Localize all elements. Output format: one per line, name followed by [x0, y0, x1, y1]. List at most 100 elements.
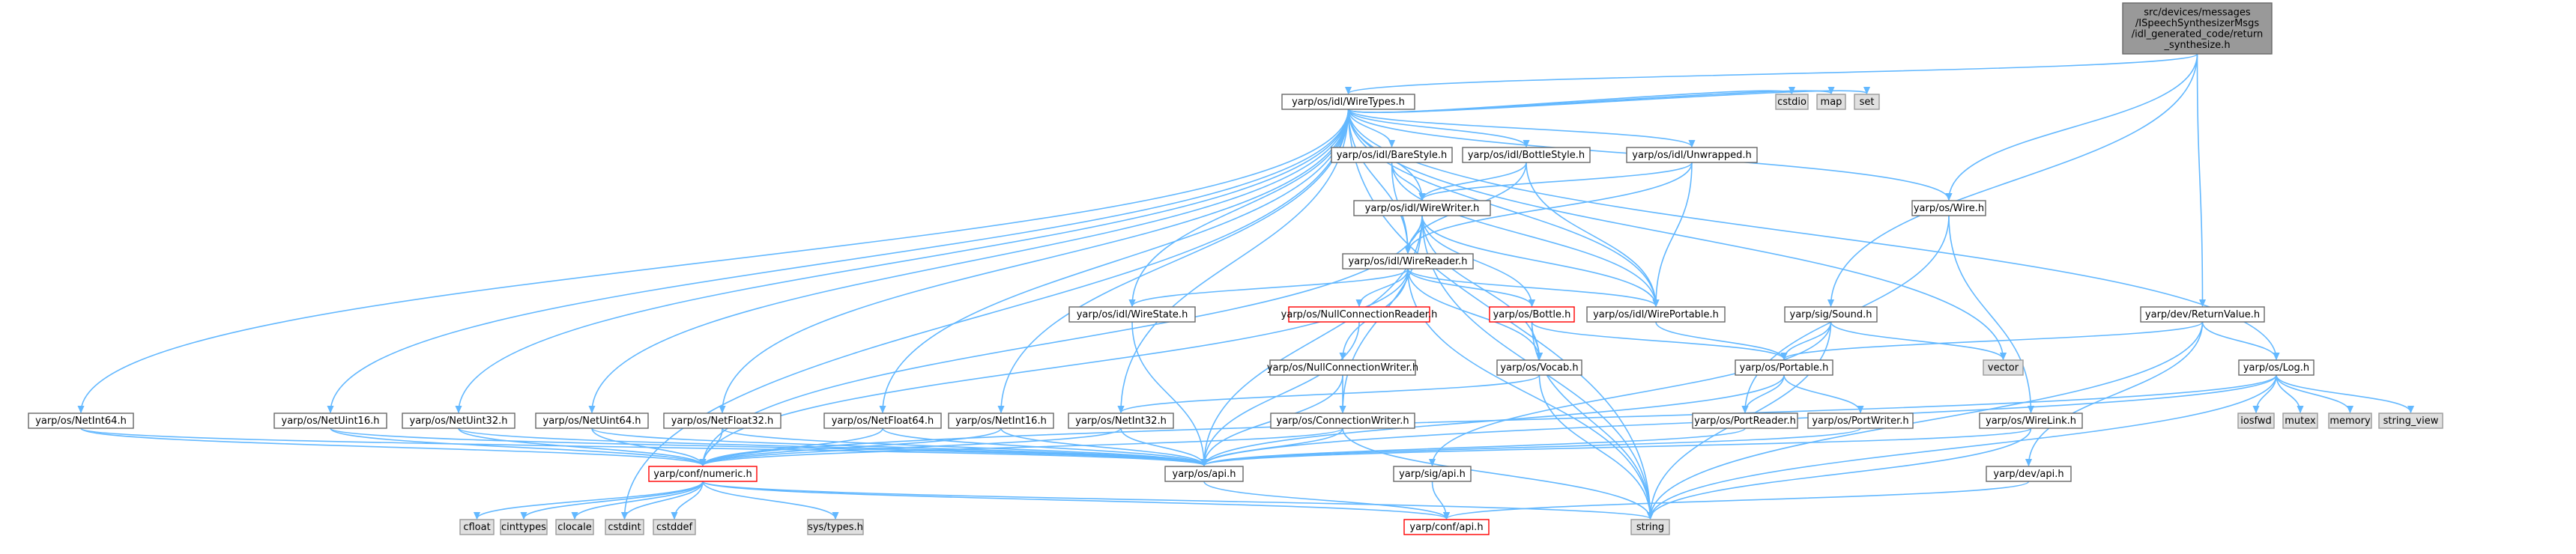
edge-connwriter-to-osapi — [1204, 427, 1343, 466]
node-label: yarp/os/idl/WirePortable.h — [1593, 309, 1719, 320]
node-box — [663, 413, 781, 429]
node-netuint32[interactable]: yarp/os/NetUint32.h — [402, 413, 515, 429]
node-label: yarp/os/Bottle.h — [1493, 309, 1571, 320]
node-unwrapped[interactable]: yarp/os/idl/Unwrapped.h — [1626, 147, 1758, 163]
edge-wiretypes-to-netuint32 — [459, 109, 1349, 413]
node-returnvalue[interactable]: yarp/dev/ReturnValue.h — [2140, 306, 2265, 323]
node-label: cfloat — [463, 522, 490, 533]
edge-portwriter-to-osapi — [1204, 427, 1861, 466]
edge-wire-to-wirelink — [1948, 215, 2031, 413]
edge-netuint16-to-confnumeric — [330, 427, 703, 466]
node-box — [535, 413, 649, 429]
edge-confnumeric-to-clocale — [575, 481, 704, 519]
node-log[interactable]: yarp/os/Log.h — [2238, 359, 2315, 376]
edge-netuint32-to-osapi — [458, 427, 1204, 466]
node-set: set — [1854, 94, 1880, 110]
node-label: yarp/os/WireLink.h — [1986, 416, 2076, 427]
node-label: string — [1636, 522, 1664, 533]
node-label: yarp/dev/api.h — [1993, 469, 2063, 480]
node-cstdio: cstdio — [1775, 94, 1809, 110]
edge-returnvalue-to-string — [1651, 321, 2204, 519]
node-portwriter[interactable]: yarp/os/PortWriter.h — [1807, 413, 1914, 429]
edge-wiretypes-to-netint16 — [1001, 109, 1349, 413]
node-vocab[interactable]: yarp/os/Vocab.h — [1496, 359, 1582, 376]
node-box — [1979, 413, 2083, 429]
node-label: string_view — [2383, 416, 2439, 427]
node-wireportable[interactable]: yarp/os/idl/WirePortable.h — [1586, 306, 1726, 323]
edge-barestyle-to-wireportable — [1391, 162, 1657, 306]
node-box — [1489, 306, 1575, 323]
node-wiretypes[interactable]: yarp/os/idl/WireTypes.h — [1281, 94, 1415, 110]
node-confnumeric[interactable]: yarp/conf/numeric.h — [648, 466, 758, 482]
node-barestyle[interactable]: yarp/os/idl/BareStyle.h — [1331, 147, 1453, 163]
node-confapi[interactable]: yarp/conf/api.h — [1403, 519, 1490, 535]
node-systypes: sys/types.h — [807, 519, 864, 535]
node-portable[interactable]: yarp/os/Portable.h — [1735, 359, 1833, 376]
node-bottle[interactable]: yarp/os/Bottle.h — [1489, 306, 1575, 323]
edge-bottlestyle-to-wireportable — [1526, 162, 1656, 306]
node-wirestate[interactable]: yarp/os/idl/WireState.h — [1068, 306, 1196, 323]
node-netfloat32[interactable]: yarp/os/NetFloat32.h — [663, 413, 781, 429]
node-box — [1986, 466, 2072, 482]
node-netint32[interactable]: yarp/os/NetInt32.h — [1068, 413, 1174, 429]
node-label: yarp/os/idl/BareStyle.h — [1337, 150, 1448, 161]
node-nullconnreader[interactable]: yarp/os/NullConnectionReader.h — [1281, 306, 1438, 323]
node-string_view: string_view — [2378, 413, 2443, 429]
node-netint16[interactable]: yarp/os/NetInt16.h — [948, 413, 1054, 429]
edge-root-to-returnvalue — [2196, 53, 2203, 306]
edge-log-to-mutex — [2276, 374, 2300, 413]
edge-unwrapped-to-wirewriter — [1422, 162, 1693, 200]
node-label: vector — [1988, 362, 2019, 374]
node-label: yarp/os/NullConnectionWriter.h — [1267, 362, 1418, 374]
edge-bottle-to-portable — [1531, 321, 1785, 359]
node-label: yarp/conf/numeric.h — [653, 469, 752, 480]
node-wirewriter[interactable]: yarp/os/idl/WireWriter.h — [1353, 200, 1491, 216]
node-label: yarp/os/idl/WireWriter.h — [1365, 203, 1480, 214]
edge-wiretypes-to-netuint16 — [330, 109, 1349, 413]
edge-wiretypes-to-cstdint — [625, 109, 1349, 519]
edge-wirereader-to-bottle — [1407, 268, 1532, 306]
node-osapi[interactable]: yarp/os/api.h — [1164, 466, 1244, 482]
node-box — [1911, 200, 1986, 216]
edge-osapi-to-confapi — [1203, 481, 1447, 519]
node-cstddef: cstddef — [653, 519, 696, 535]
node-wirereader[interactable]: yarp/os/idl/WireReader.h — [1342, 253, 1474, 270]
edge-confnumeric-to-confapi — [702, 481, 1447, 519]
edge-netint16-to-confnumeric — [703, 427, 1002, 466]
edge-confnumeric-to-cfloat — [477, 481, 704, 519]
node-sigapi[interactable]: yarp/sig/api.h — [1393, 466, 1472, 482]
node-portreader[interactable]: yarp/os/PortReader.h — [1692, 413, 1798, 429]
node-root[interactable]: src/devices/messages/ISpeechSynthesizerM… — [2122, 2, 2273, 55]
node-label: set — [1860, 97, 1875, 108]
edge-wiretypes-to-map — [1347, 91, 1832, 113]
node-netfloat64[interactable]: yarp/os/NetFloat64.h — [823, 413, 942, 429]
node-devapi[interactable]: yarp/dev/api.h — [1986, 466, 2072, 482]
node-label: yarp/os/NetFloat64.h — [832, 416, 934, 427]
node-box — [1854, 94, 1880, 110]
node-netint64[interactable]: yarp/os/NetInt64.h — [28, 413, 134, 429]
node-netuint16[interactable]: yarp/os/NetUint16.h — [273, 413, 387, 429]
edge-wiretypes-to-bottlestyle — [1347, 109, 1527, 147]
node-wire[interactable]: yarp/os/Wire.h — [1911, 200, 1986, 216]
node-wirelink[interactable]: yarp/os/WireLink.h — [1979, 413, 2083, 429]
edge-netfloat64-to-confnumeric — [703, 427, 883, 466]
edge-wiretypes-to-wirestate — [1132, 109, 1349, 306]
edge-wirewriter-to-bottle — [1421, 215, 1532, 306]
node-sigsound[interactable]: yarp/sig/Sound.h — [1784, 306, 1878, 323]
node-bottlestyle[interactable]: yarp/os/idl/BottleStyle.h — [1462, 147, 1591, 163]
edge-log-to-string_view — [2276, 374, 2411, 413]
node-box — [28, 413, 134, 429]
edge-sigsound-to-sigapi — [1433, 321, 1832, 466]
node-connwriter[interactable]: yarp/os/ConnectionWriter.h — [1270, 413, 1415, 429]
node-vector: vector — [1983, 359, 2024, 376]
edge-sigsound-to-vector — [1830, 321, 2004, 359]
edge-wirestate-to-osapi — [1131, 321, 1204, 466]
node-netuint64[interactable]: yarp/os/NetUint64.h — [535, 413, 649, 429]
edge-netuint32-to-confnumeric — [458, 427, 703, 466]
node-box — [1353, 200, 1491, 216]
node-box — [1270, 413, 1415, 429]
edge-portreader-to-osapi — [1204, 427, 1746, 466]
node-memory: memory — [2328, 413, 2372, 429]
node-nullconnwriter[interactable]: yarp/os/NullConnectionWriter.h — [1267, 359, 1418, 376]
node-box — [1692, 413, 1798, 429]
